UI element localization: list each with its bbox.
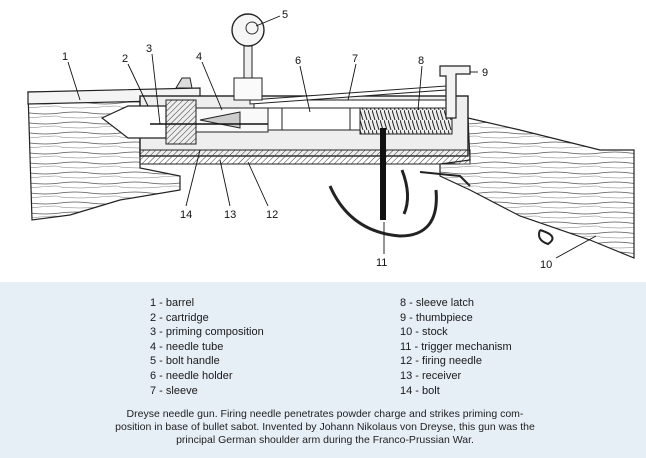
receiver-lower [139, 149, 471, 165]
bolt-handle-knob [231, 13, 265, 47]
legend-item: 8 - sleeve latch [400, 297, 474, 309]
legend-item: 7 - sleeve [150, 384, 198, 397]
caption-line: principal German shoulder arm during the… [176, 434, 474, 446]
callout-13: 13 [224, 209, 236, 221]
legend-item: 5 - bolt handle [150, 355, 220, 368]
callout-6: 6 [295, 55, 301, 67]
legend-item: 14 - bolt [400, 384, 440, 397]
legend-column-right: 8 - sleeve latch 9 - thumbpiece 10 - sto… [400, 296, 512, 398]
callout-12: 12 [266, 209, 278, 221]
legend-item: 11 - trigger mechanism [400, 340, 512, 353]
callout-9: 9 [482, 67, 488, 79]
figure-caption: Dreyse needle gun. Firing needle penetra… [55, 408, 595, 447]
callout-8: 8 [418, 55, 424, 67]
callout-3: 3 [146, 43, 152, 55]
callout-1: 1 [62, 51, 68, 63]
butt-stock [439, 117, 635, 259]
sleeve-coil [359, 107, 453, 135]
sling-swivel [538, 229, 554, 246]
caption-line: Dreyse needle gun. Firing needle penetra… [126, 408, 524, 420]
front-sight [175, 77, 193, 89]
legend-item: 3 - priming composition [150, 326, 264, 339]
legend-item: 4 - needle tube [150, 340, 224, 353]
legend-item: 1 - barrel [150, 297, 195, 309]
callout-10: 10 [540, 259, 552, 271]
leader-lines [67, 15, 597, 259]
caption-line: position in base of bullet sabot. Invent… [115, 421, 535, 433]
callout-5: 5 [282, 9, 288, 21]
callout-2: 2 [122, 53, 128, 65]
trigger-pin [380, 128, 386, 220]
callout-11: 11 [376, 257, 387, 269]
thumbpiece [439, 65, 471, 119]
callout-14: 14 [180, 209, 192, 221]
cartridge [165, 99, 197, 145]
legend-item: 6 - needle holder [150, 369, 233, 382]
callout-7: 7 [352, 53, 358, 65]
gun-cutaway-diagram: 1 2 3 4 5 6 7 8 9 10 11 12 13 14 [0, 0, 646, 282]
callout-4: 4 [196, 51, 202, 63]
legend-column-left: 1 - barrel 2 - cartridge 3 - priming com… [150, 296, 264, 398]
legend-item: 2 - cartridge [150, 311, 209, 324]
legend-item: 13 - receiver [400, 369, 462, 382]
legend-item: 10 - stock [400, 326, 448, 339]
diagram-svg: 1 2 3 4 5 6 7 8 9 10 11 12 13 14 [27, 9, 635, 271]
parts-legend: 1 - barrel 2 - cartridge 3 - priming com… [150, 296, 570, 398]
trigger-guard [328, 185, 438, 238]
legend-item: 12 - firing needle [400, 355, 482, 368]
trigger [400, 169, 409, 215]
legend-item: 9 - thumbpiece [400, 311, 473, 324]
trigger-spring [419, 171, 471, 187]
